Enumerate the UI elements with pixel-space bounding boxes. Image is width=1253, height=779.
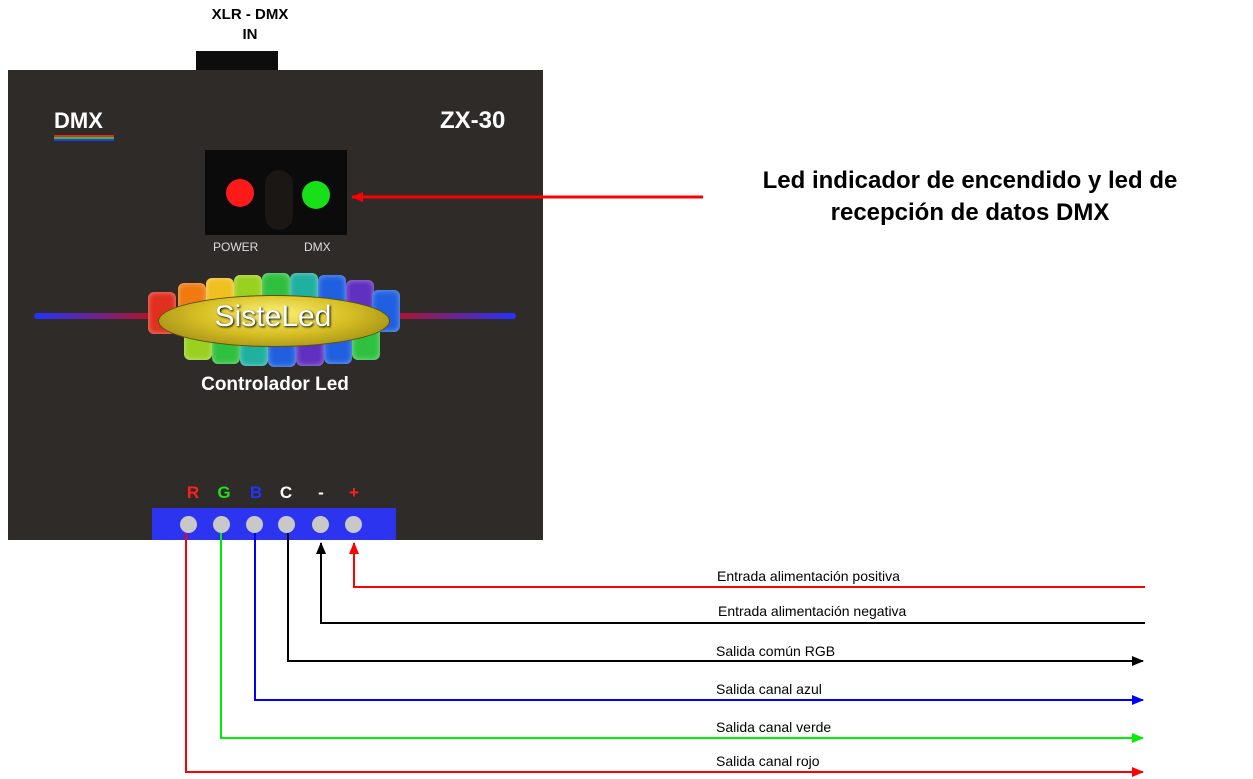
terminal-letter-plus: + bbox=[349, 483, 359, 502]
window-reflection bbox=[265, 170, 293, 230]
dmx-logo: DMX bbox=[54, 108, 114, 141]
wire-label-green: Salida canal verde bbox=[716, 719, 832, 735]
wire-red-channel bbox=[185, 533, 1144, 777]
wire-label-negative: Entrada alimentación negativa bbox=[718, 603, 907, 619]
terminal-screw-b bbox=[246, 516, 263, 533]
strip-line-left bbox=[34, 313, 164, 319]
terminal-screw-minus bbox=[312, 516, 329, 533]
terminal-letter-c: C bbox=[279, 483, 293, 502]
connector-label: XLR - DMX IN bbox=[150, 5, 350, 45]
brand-oval bbox=[158, 295, 390, 347]
terminal-screw-c bbox=[278, 516, 295, 533]
terminal-screw-r bbox=[180, 516, 197, 533]
dmx-led bbox=[302, 181, 330, 209]
strip-line-right bbox=[382, 313, 516, 319]
power-led bbox=[226, 179, 254, 207]
model-name: ZX-30 bbox=[440, 107, 506, 134]
wire-common-rgb bbox=[287, 533, 1144, 666]
power-led-label: POWER bbox=[213, 240, 259, 254]
wire-label-positive: Entrada alimentación positiva bbox=[717, 568, 900, 584]
wire-positive-input bbox=[349, 542, 1145, 588]
terminal-screw-plus bbox=[345, 516, 362, 533]
wire-label-common: Salida común RGB bbox=[716, 643, 836, 659]
led-callout: Led indicador de encendido y led de rece… bbox=[690, 165, 1250, 229]
dmx-logo-text: DMX bbox=[54, 108, 103, 133]
terminal-letter-g: G bbox=[217, 483, 231, 502]
device-subtitle: Controlador Led bbox=[201, 374, 349, 395]
terminal-screw-g bbox=[213, 516, 230, 533]
connector-label-line2: IN bbox=[242, 26, 258, 43]
wire-negative-input bbox=[316, 542, 1145, 624]
wire-label-blue: Salida canal azul bbox=[716, 681, 822, 697]
wire-green-channel bbox=[220, 533, 1144, 743]
xlr-connector bbox=[196, 51, 278, 71]
terminal-letter-r: R bbox=[186, 483, 200, 502]
terminal-letter-minus: - bbox=[318, 483, 324, 502]
brand-name: SisteLed bbox=[214, 300, 332, 333]
wire-blue-channel bbox=[254, 533, 1144, 705]
wire-label-red: Salida canal rojo bbox=[716, 753, 820, 769]
dmx-led-label: DMX bbox=[304, 240, 331, 254]
terminal-letter-b: B bbox=[249, 483, 263, 502]
led-callout-line1: Led indicador de encendido y led de bbox=[762, 167, 1178, 194]
led-callout-line2: recepción de datos DMX bbox=[830, 199, 1110, 226]
dmx-logo-stripes bbox=[54, 135, 114, 141]
connector-label-line1: XLR - DMX bbox=[211, 6, 289, 23]
